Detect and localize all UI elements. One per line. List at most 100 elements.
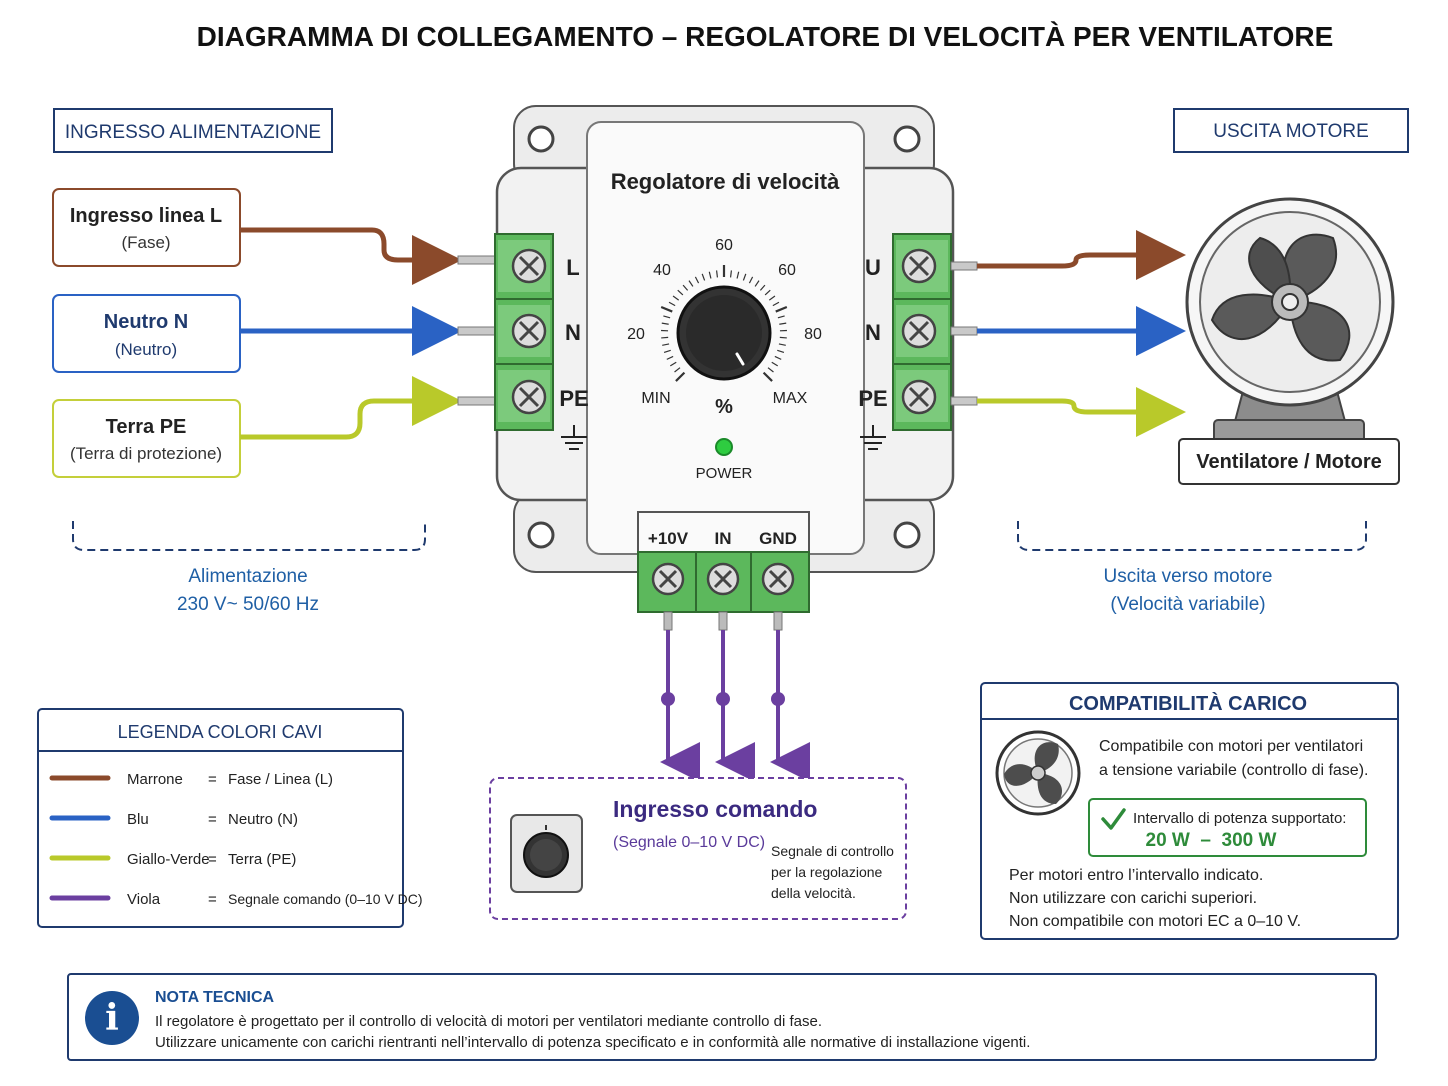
dial-tick-mark <box>775 305 788 313</box>
dial-tick-mark <box>668 301 676 307</box>
supply-label-1: Alimentazione <box>188 566 307 587</box>
legend-meaning: Terra (PE) <box>228 851 296 868</box>
dial-tick-mark <box>672 295 680 301</box>
motor-label-box <box>1178 438 1400 485</box>
yg-input-wire <box>240 376 462 440</box>
dial-min-label: MIN <box>641 390 670 407</box>
output-label-2: (Velocità variabile) <box>1110 594 1265 615</box>
dial-tick-mark <box>663 315 671 319</box>
technical-note-title: NOTA TECNICA <box>155 989 275 1006</box>
dial-max-label: MAX <box>773 390 808 407</box>
earth-input-sub: (Terra di protezione) <box>70 444 222 463</box>
dial-tick-40: 40 <box>653 262 671 279</box>
brown-output-wire <box>977 230 1186 280</box>
neutral-input-box <box>52 294 241 373</box>
supply-label-2: 230 V~ 50/60 Hz <box>177 594 319 615</box>
small-fan-icon <box>995 730 1081 816</box>
dial-tick-mark <box>694 276 700 284</box>
dial-tick-mark <box>663 349 671 354</box>
control-desc-1: Segnale di controllo <box>771 843 894 859</box>
legend-equals: = <box>208 771 217 788</box>
ctrl-label-10v: +10V <box>648 529 689 548</box>
dial-tick-mark <box>715 270 719 278</box>
legend-color-name: Giallo-Verde <box>127 851 210 868</box>
ferrule-n-out <box>950 326 978 336</box>
term-label-l: L <box>566 255 579 280</box>
speed-knob-pointer <box>735 352 745 366</box>
ferrule-pe-out <box>950 396 978 406</box>
ferrule-l <box>457 255 499 265</box>
supply-brace <box>72 521 426 551</box>
dial-tick-mark <box>777 349 785 354</box>
technical-note-line-2: Utilizzare unicamente con carichi rientr… <box>155 1034 1031 1051</box>
info-icon: i <box>85 991 139 1045</box>
dial-tick-mark <box>661 336 669 339</box>
term-label-pe-out: PE <box>858 386 887 411</box>
control-input-title: Ingresso comando <box>613 796 817 822</box>
legend-color-name: Blu <box>127 811 149 828</box>
dial-tick-mark <box>666 355 674 360</box>
ground-symbol-left-icon <box>561 425 587 450</box>
control-desc-2: per la regolazione <box>771 864 883 880</box>
dial-tick-80: 80 <box>804 326 822 343</box>
dial-tick-mark <box>764 289 771 296</box>
dial-tick-mark <box>682 284 689 291</box>
compat-note-2: Non utilizzare con carichi superiori. <box>1009 890 1257 907</box>
device-title: Regolatore di velocità <box>611 169 840 194</box>
dial-tick-mark <box>662 343 670 346</box>
power-range-label: Intervallo di potenza supportato: <box>1133 810 1346 827</box>
dial-tick-mark <box>748 276 754 284</box>
dial-tick-mark <box>779 336 787 339</box>
screw-n-out[interactable] <box>901 313 937 349</box>
dial-tick-mark <box>708 271 712 279</box>
dial-tick-20: 20 <box>627 326 645 343</box>
control-desc-3: della velocità. <box>771 885 856 901</box>
dial-tick-mark <box>661 322 669 325</box>
compat-note-1: Per motori entro l’intervallo indicato. <box>1009 867 1263 884</box>
legend-color-name: Viola <box>127 891 161 908</box>
dial-tick-mark <box>754 280 760 287</box>
screw-gnd[interactable] <box>761 562 795 596</box>
input-header: INGRESSO ALIMENTAZIONE <box>65 122 321 143</box>
screw-n-in[interactable] <box>511 313 547 349</box>
screw-u-out[interactable] <box>901 248 937 284</box>
screw-pe-out[interactable] <box>901 379 937 415</box>
ferrule-n <box>457 326 499 336</box>
dial-tick-mark <box>742 273 747 281</box>
dial-tick-mark <box>778 343 786 346</box>
legend-meaning: Fase / Linea (L) <box>228 771 333 788</box>
line-input-title: Ingresso linea L <box>70 205 222 227</box>
ferrule-u <box>950 261 978 271</box>
ctrl-label-gnd: GND <box>759 529 797 548</box>
dial-tick-mark <box>777 315 785 319</box>
screw-10v[interactable] <box>651 562 685 596</box>
dial-tick-mark <box>779 322 787 325</box>
line-input-box <box>52 188 241 267</box>
mount-hole-br <box>893 521 921 549</box>
dial-unit-label: % <box>715 396 733 418</box>
output-header: USCITA MOTORE <box>1213 121 1369 142</box>
dial-tick-mark <box>701 273 706 281</box>
violet-control-wires <box>660 611 810 782</box>
dial-tick-mark <box>736 271 740 279</box>
screw-l-in[interactable] <box>511 248 547 284</box>
dial-tick-mark <box>677 289 684 296</box>
dial-tick-mark <box>759 284 766 291</box>
ground-symbol-right-icon <box>860 425 886 450</box>
screw-pe-in[interactable] <box>511 379 547 415</box>
term-label-pe: PE <box>559 386 588 411</box>
technical-note-line-1: Il regolatore è progettato per il contro… <box>155 1013 823 1030</box>
brown-input-wire <box>240 227 462 285</box>
legend-meaning: Segnale comando (0–10 V DC) <box>228 891 423 907</box>
legend-equals: = <box>208 811 217 828</box>
dial-tick-mark <box>762 371 773 382</box>
power-led <box>715 438 733 456</box>
dial-tick-mark <box>669 361 677 367</box>
compat-desc-2: a tensione variabile (controllo di fase)… <box>1099 762 1368 779</box>
term-label-u: U <box>865 255 881 280</box>
power-label: POWER <box>696 465 753 482</box>
screw-in[interactable] <box>706 562 740 596</box>
term-label-n-out: N <box>865 320 881 345</box>
output-label-1: Uscita verso motore <box>1104 566 1273 587</box>
